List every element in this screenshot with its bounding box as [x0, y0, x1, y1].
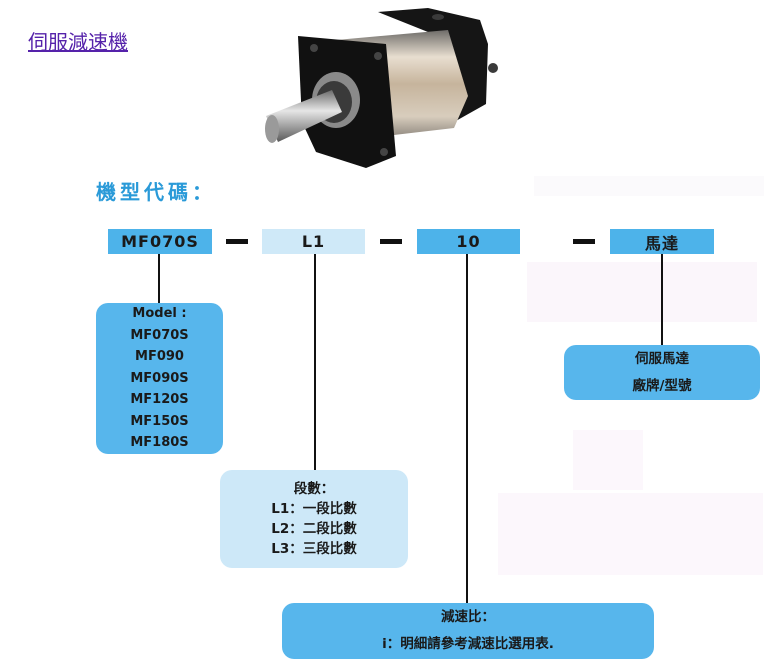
model-list-item: MF090 [135, 349, 184, 365]
page-link-servo-reducer[interactable]: 伺服減速機 [28, 30, 128, 54]
model-list-title: Model : [132, 306, 187, 322]
model-list-item: MF090S [130, 370, 189, 386]
model-list-item: MF070S [130, 327, 189, 343]
model-code-heading: 機型代碼： [96, 180, 216, 204]
dash-separator [226, 239, 248, 244]
ratio-info-box: 減速比： i：明細請參考減速比選用表. [282, 603, 654, 659]
code-segment-model: MF070S [108, 229, 212, 254]
code-segment-stage: L1 [262, 229, 365, 254]
background-patch [527, 262, 757, 322]
code-segment-ratio: 10 [417, 229, 520, 254]
motor-info-line: 伺服馬達 [635, 350, 689, 367]
connector-line-stage [314, 254, 316, 471]
motor-info-box: 伺服馬達 廠牌/型號 [564, 345, 760, 400]
stage-list-box: 段數： L1：一段比數 L2：二段比數 L3：三段比數 [220, 470, 408, 568]
model-list-item: MF120S [130, 392, 189, 408]
background-patch [573, 430, 643, 490]
model-list-box: Model : MF070S MF090 MF090S MF120S MF150… [96, 303, 223, 454]
background-patch [534, 176, 764, 196]
model-list-item: MF150S [130, 413, 189, 429]
stage-list-item: L2：二段比數 [271, 521, 357, 537]
product-photo [265, 8, 498, 168]
ratio-info-desc: i：明細請參考減速比選用表. [382, 636, 554, 652]
connector-line-ratio [466, 254, 468, 604]
dash-separator [573, 239, 595, 244]
code-segment-motor: 馬達 [610, 229, 714, 254]
motor-info-line: 廠牌/型號 [632, 377, 692, 394]
connector-line-model [158, 254, 160, 304]
stage-list-item: L1：一段比數 [271, 501, 357, 517]
stage-list-title: 段數： [293, 481, 335, 497]
connector-line-motor [661, 254, 663, 346]
background-patch [498, 493, 763, 575]
ratio-info-title: 減速比： [441, 609, 495, 625]
model-list-item: MF180S [130, 435, 189, 451]
dash-separator [380, 239, 402, 244]
stage-list-item: L3：三段比數 [271, 541, 357, 557]
